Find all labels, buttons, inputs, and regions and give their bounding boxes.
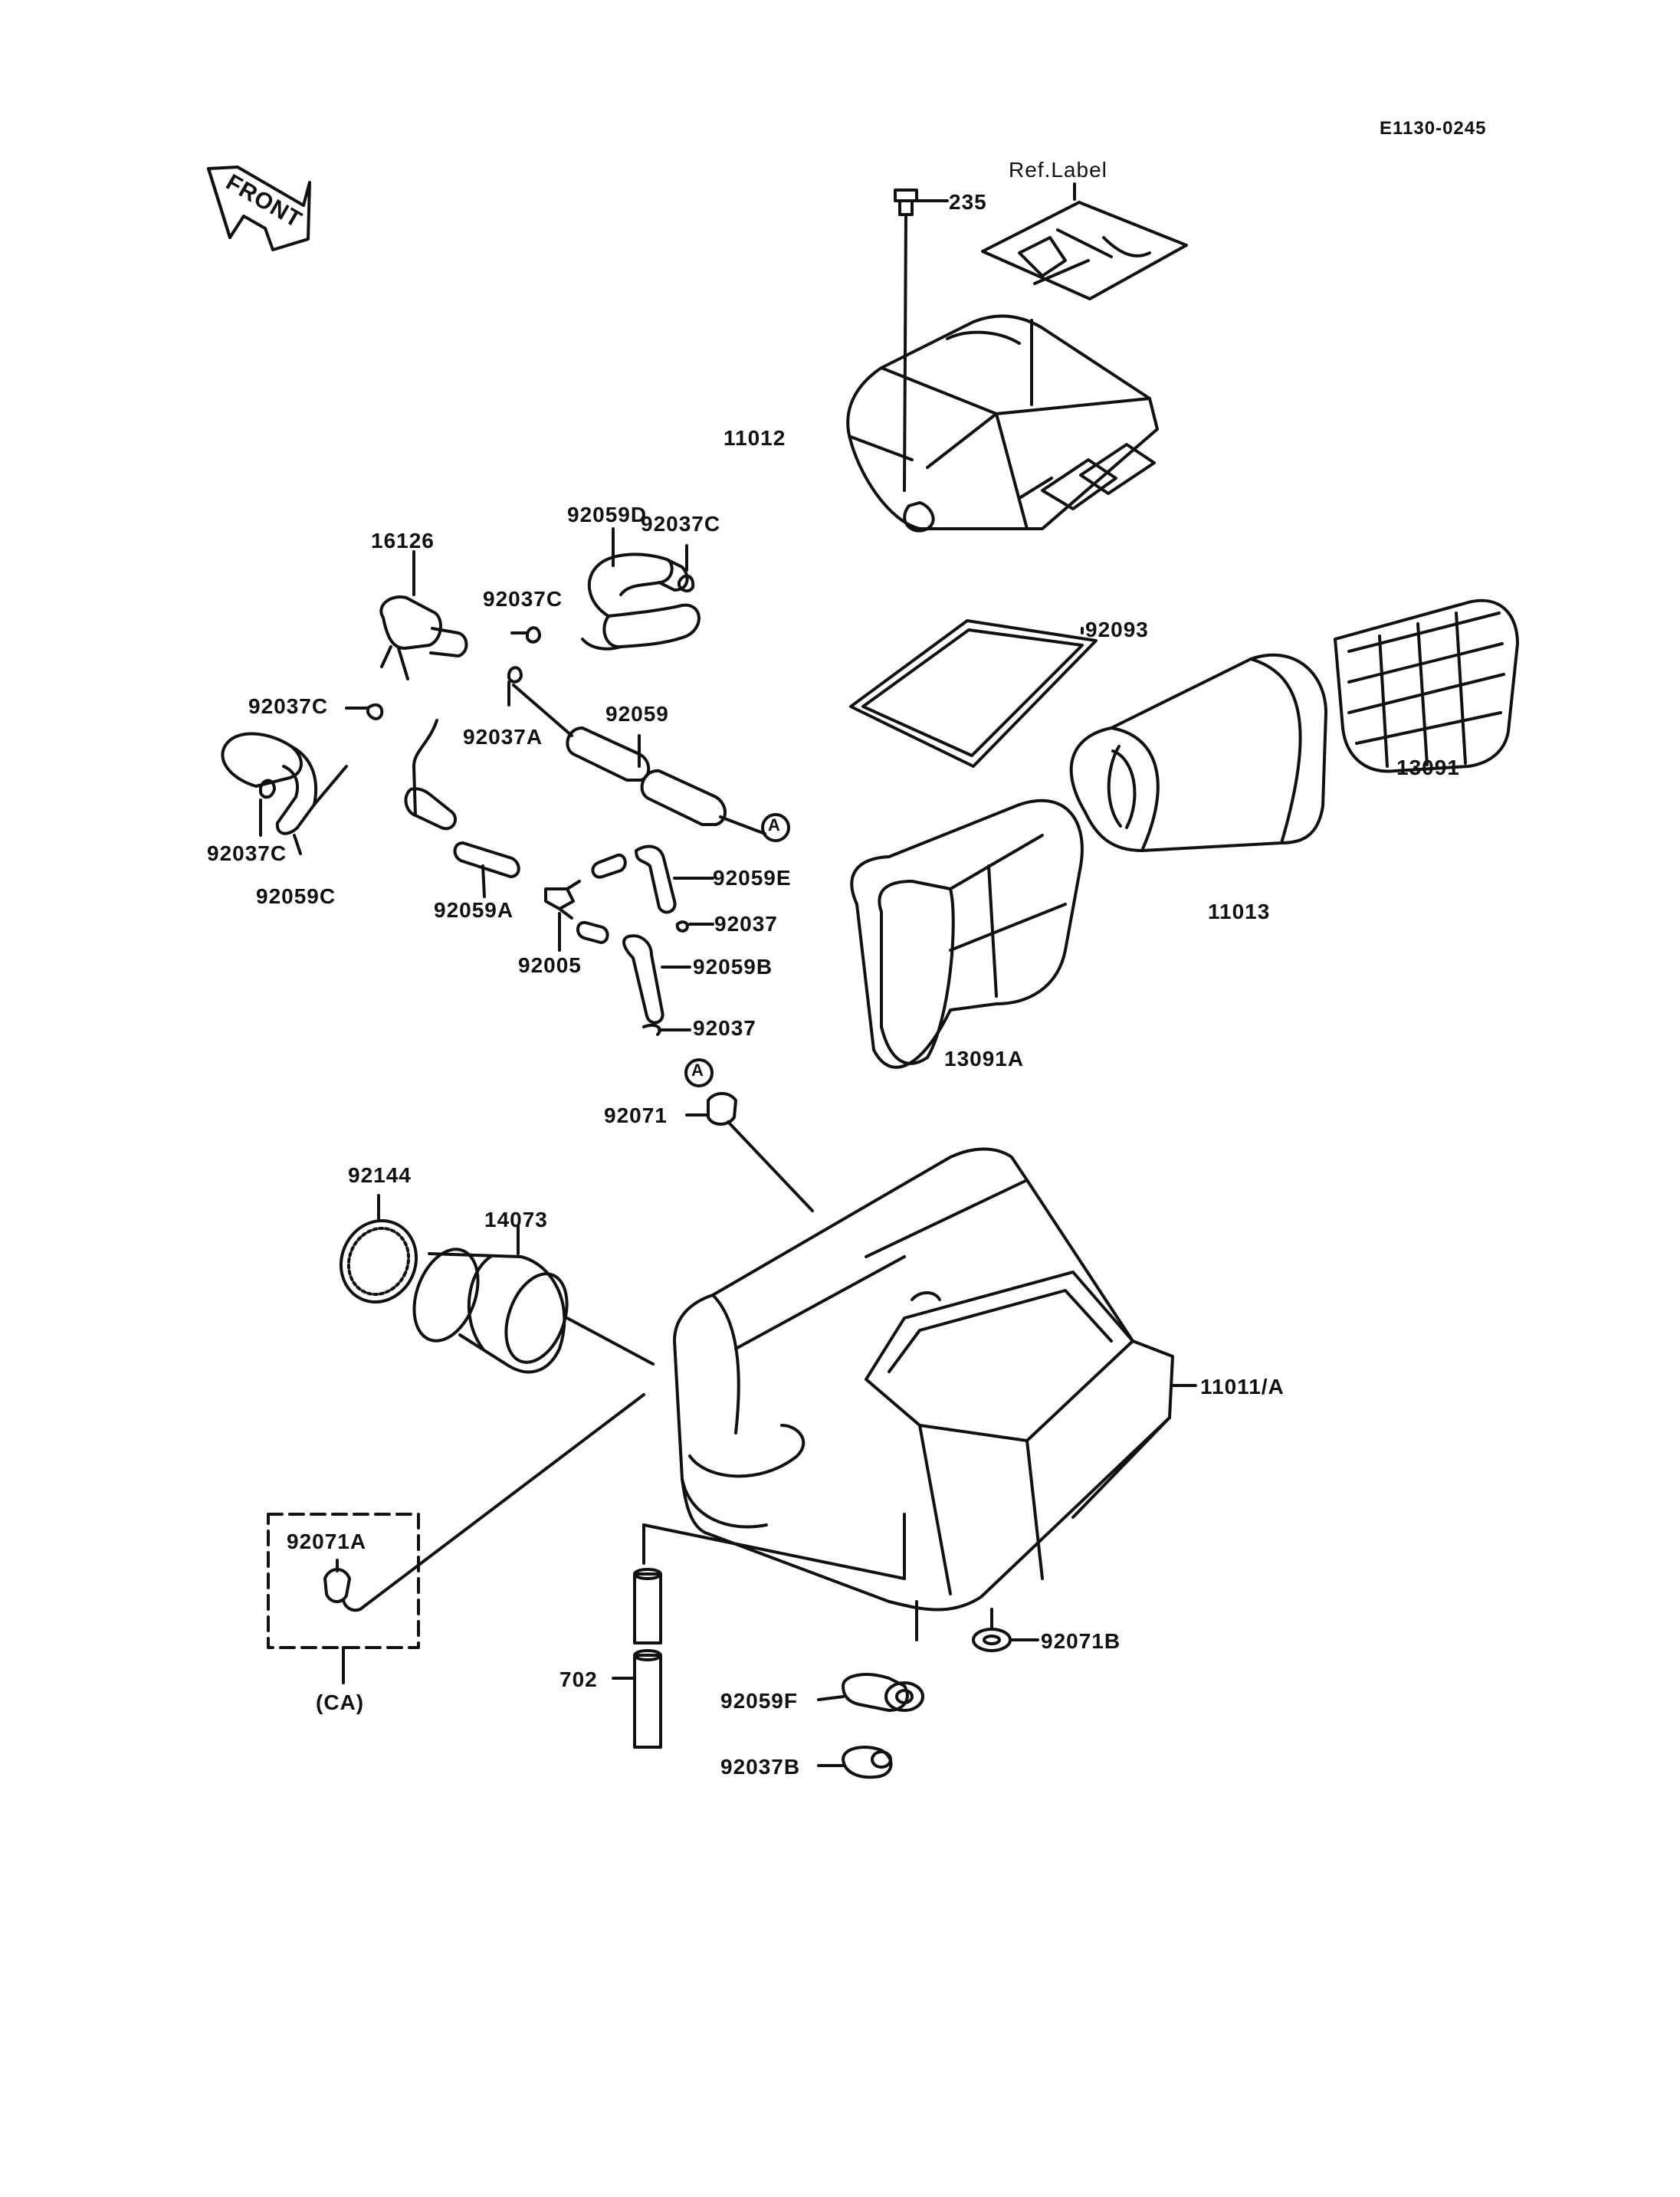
front-arrow-icon	[207, 166, 311, 251]
hose-92059A	[404, 719, 520, 898]
part-number-92059: 92059	[605, 702, 669, 726]
part-number-235: 235	[949, 190, 987, 214]
part-number-11012: 11012	[724, 426, 786, 450]
filter-frame-13091	[1334, 598, 1519, 773]
filter-frame-13091A	[850, 798, 1084, 1069]
screw-235	[894, 189, 949, 492]
part-number-11011A: 11011/A	[1200, 1375, 1285, 1399]
filter-element-11013	[1069, 653, 1327, 852]
clamp-92037B	[817, 1746, 893, 1779]
group-label-ca: (CA)	[316, 1690, 365, 1714]
grommet-92071	[684, 1058, 814, 1212]
part-number-13091A: 13091A	[944, 1047, 1025, 1071]
clamp-92037	[642, 920, 714, 1036]
part-number-92059D: 92059D	[567, 503, 648, 526]
part-number-11013: 11013	[1208, 900, 1271, 923]
ca-option-box	[267, 1393, 645, 1684]
part-number-92037-a: 92037	[714, 912, 778, 936]
part-number-92037C-left: 92037C	[248, 694, 329, 718]
diagram-code: E1130-0245	[1380, 118, 1487, 139]
assembly-lines	[642, 1513, 918, 1641]
part-number-92071: 92071	[604, 1103, 668, 1127]
part-number-92059C: 92059C	[256, 884, 336, 908]
part-number-92037B: 92037B	[720, 1755, 801, 1779]
cap-92059F	[817, 1673, 924, 1712]
part-number-92037-b: 92037	[693, 1016, 756, 1040]
part-number-92059E: 92059E	[713, 866, 792, 890]
part-number-92071A: 92071A	[287, 1530, 367, 1553]
part-number-92059A: 92059A	[434, 898, 514, 922]
callout-marker-bottom: A	[691, 1061, 704, 1080]
part-number-92005: 92005	[518, 953, 582, 977]
hose-92059C	[221, 732, 348, 855]
valve-16126	[379, 550, 468, 680]
hose-92059B	[576, 920, 691, 1025]
part-number-92093: 92093	[1085, 618, 1149, 641]
part-number-92059B: 92059B	[693, 955, 773, 979]
part-number-92059F: 92059F	[720, 1689, 798, 1713]
drain-tube-702	[612, 1523, 662, 1749]
grommet-92071B	[972, 1608, 1039, 1652]
clamp-92037C	[259, 544, 695, 837]
part-number-16126: 16126	[371, 529, 435, 553]
hose-92059	[512, 684, 790, 842]
callout-marker-top: A	[768, 815, 781, 835]
part-number-13091: 13091	[1396, 756, 1460, 779]
air-cleaner-cover-11012	[846, 314, 1159, 533]
part-number-702: 702	[559, 1667, 598, 1691]
gasket-92093	[849, 619, 1098, 768]
part-number-14073: 14073	[484, 1208, 548, 1231]
part-number-92144: 92144	[348, 1163, 412, 1187]
part-number-92071B: 92071B	[1041, 1629, 1121, 1653]
part-number-92037C-low: 92037C	[207, 841, 287, 865]
air-cleaner-case-11011A	[673, 1147, 1197, 1612]
joint-92005	[544, 880, 581, 952]
ref-label-caption: Ref.Label	[1009, 158, 1107, 182]
part-number-92037C-top: 92037C	[641, 512, 721, 536]
duct-14073	[412, 1225, 655, 1374]
hose-92059D	[581, 527, 701, 651]
ref-label-sheet	[981, 182, 1188, 300]
gasket-92144	[339, 1194, 418, 1304]
part-number-92037A: 92037A	[463, 725, 543, 749]
part-number-92037C-mid: 92037C	[483, 587, 563, 611]
hose-92059E	[591, 844, 714, 914]
